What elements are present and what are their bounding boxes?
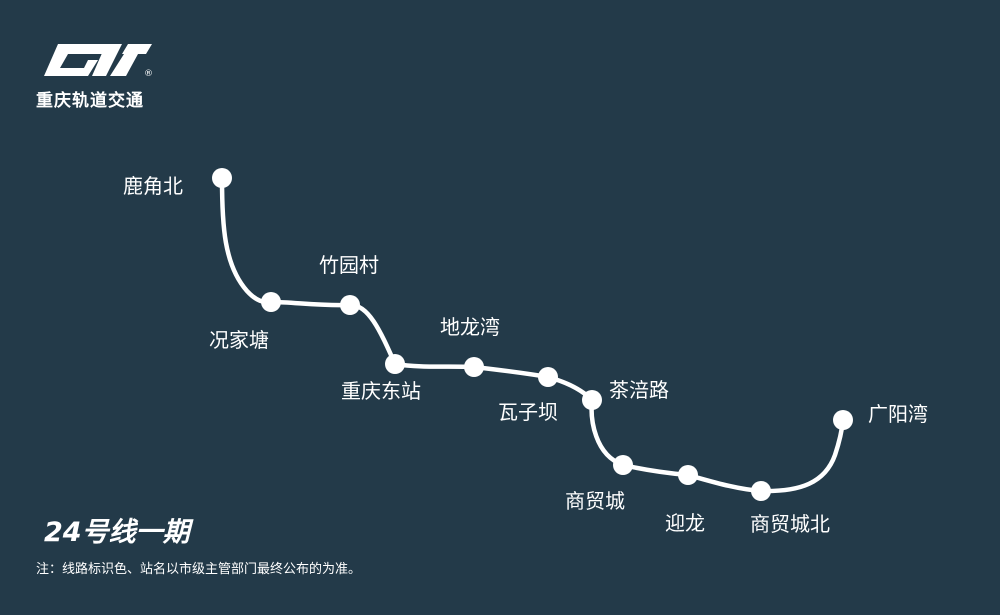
cqrt-logo-icon	[44, 44, 152, 76]
station-label-shangmaocheng: 商贸城	[565, 489, 625, 513]
station-dot-shangmaochengbei	[751, 481, 771, 501]
station-dot-zhuyuancun	[340, 295, 360, 315]
station-dot-guangyangwan	[833, 410, 853, 430]
station-dot-waziba	[538, 367, 558, 387]
station-label-zhuyuancun: 竹园村	[319, 253, 379, 277]
station-label-dilongwan: 地龙湾	[440, 315, 500, 339]
station-dot-dilongwan	[464, 357, 484, 377]
station-dot-lujiaobei	[212, 168, 232, 188]
station-dot-chapeilu	[582, 390, 602, 410]
footnote: 注：线路标识色、站名以市级主管部门最终公布的为准。	[36, 562, 362, 577]
station-dot-yinglong	[678, 465, 698, 485]
station-label-chongqingdongzhan: 重庆东站	[341, 379, 421, 403]
station-dot-shangmaocheng	[613, 455, 633, 475]
station-label-chapeilu: 茶涪路	[609, 378, 669, 402]
station-dot-chongqingdongzhan	[385, 354, 405, 374]
station-label-shangmaochengbei: 商贸城北	[750, 512, 830, 536]
station-label-lujiaobei: 鹿角北	[123, 174, 183, 198]
route-line	[219, 175, 846, 494]
station-label-guangyangwan: 广阳湾	[868, 402, 928, 426]
station-label-yinglong: 迎龙	[665, 511, 705, 535]
station-dot-kuangjiatang	[261, 292, 281, 312]
brand-name: 重庆轨道交通	[36, 91, 144, 111]
station-label-kuangjiatang: 况家塘	[209, 328, 269, 352]
registered-mark: ®	[144, 69, 153, 79]
station-label-waziba: 瓦子坝	[498, 400, 558, 424]
line-title: 24号线一期	[44, 517, 190, 548]
